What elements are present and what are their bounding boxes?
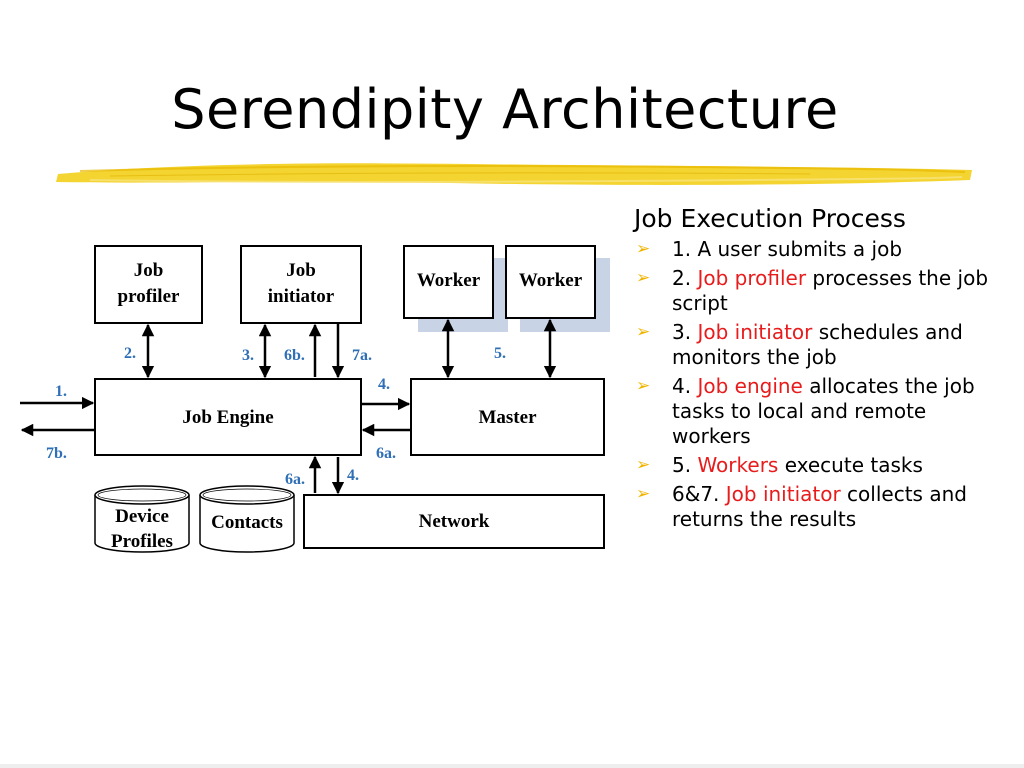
step-list: ➢1. A user submits a job ➢2. Job profile… <box>634 237 1004 532</box>
step-label-6a-network: 6a. <box>285 471 305 488</box>
arrow-bullet-icon: ➢ <box>636 239 651 259</box>
step-label-5: 5. <box>494 345 506 362</box>
contacts-db: Contacts <box>199 485 295 553</box>
svg-text:Job: Job <box>134 260 164 281</box>
job-initiator-box: Job initiator <box>240 245 362 324</box>
step-label-3: 3. <box>242 347 254 364</box>
arrow-bullet-icon: ➢ <box>636 455 651 475</box>
slide-title: Serendipity Architecture <box>171 78 839 141</box>
job-execution-panel: Job Execution Process ➢1. A user submits… <box>634 204 1004 536</box>
list-item: ➢5. Workers execute tasks <box>636 453 923 477</box>
svg-text:Master: Master <box>478 407 537 428</box>
step-label-7a: 7a. <box>352 347 372 364</box>
job-engine-box: Job Engine <box>94 378 362 456</box>
step-label-6b: 6b. <box>284 347 305 364</box>
svg-text:profiler: profiler <box>118 286 180 307</box>
svg-text:Job: Job <box>286 260 316 281</box>
svg-text:initiator: initiator <box>268 286 335 307</box>
master-box: Master <box>410 378 605 456</box>
arrow-bullet-icon: ➢ <box>636 376 651 396</box>
architecture-diagram: Job profiler Job initiator Worker Worker… <box>20 245 610 553</box>
step-label-4-network: 4. <box>347 467 359 484</box>
worker-box-2: Worker <box>505 245 596 319</box>
arrow-bullet-icon: ➢ <box>636 268 651 288</box>
step-label-4-master: 4. <box>378 376 390 393</box>
svg-text:Worker: Worker <box>417 270 481 291</box>
svg-text:Profiles: Profiles <box>111 531 173 552</box>
job-profiler-box: Job profiler <box>94 245 203 324</box>
arrow-bullet-icon: ➢ <box>636 484 651 504</box>
list-item: ➢6&7. Job initiator collects and returns… <box>636 482 967 531</box>
worker-box-1: Worker <box>403 245 494 319</box>
network-box: Network <box>303 494 605 549</box>
list-item: ➢3. Job initiator schedules and monitors… <box>636 320 963 369</box>
list-item: ➢4. Job engine allocates the job tasks t… <box>636 374 975 448</box>
panel-heading: Job Execution Process <box>634 204 906 233</box>
list-item: ➢2. Job profiler processes the job scrip… <box>636 266 989 315</box>
step-label-1: 1. <box>55 383 67 400</box>
bottom-divider <box>0 764 1024 768</box>
svg-text:Job Engine: Job Engine <box>182 407 273 428</box>
title-highlight-stroke <box>56 163 972 185</box>
device-profiles-db: Device Profiles <box>94 485 190 553</box>
svg-text:Device: Device <box>115 506 169 527</box>
svg-text:Contacts: Contacts <box>211 512 283 533</box>
step-label-6a-master: 6a. <box>376 445 396 462</box>
arrow-bullet-icon: ➢ <box>636 322 651 342</box>
list-item: ➢1. A user submits a job <box>636 237 903 261</box>
svg-text:Worker: Worker <box>519 270 583 291</box>
svg-text:Network: Network <box>419 511 490 532</box>
step-label-7b: 7b. <box>46 445 67 462</box>
step-label-2: 2. <box>124 345 136 362</box>
